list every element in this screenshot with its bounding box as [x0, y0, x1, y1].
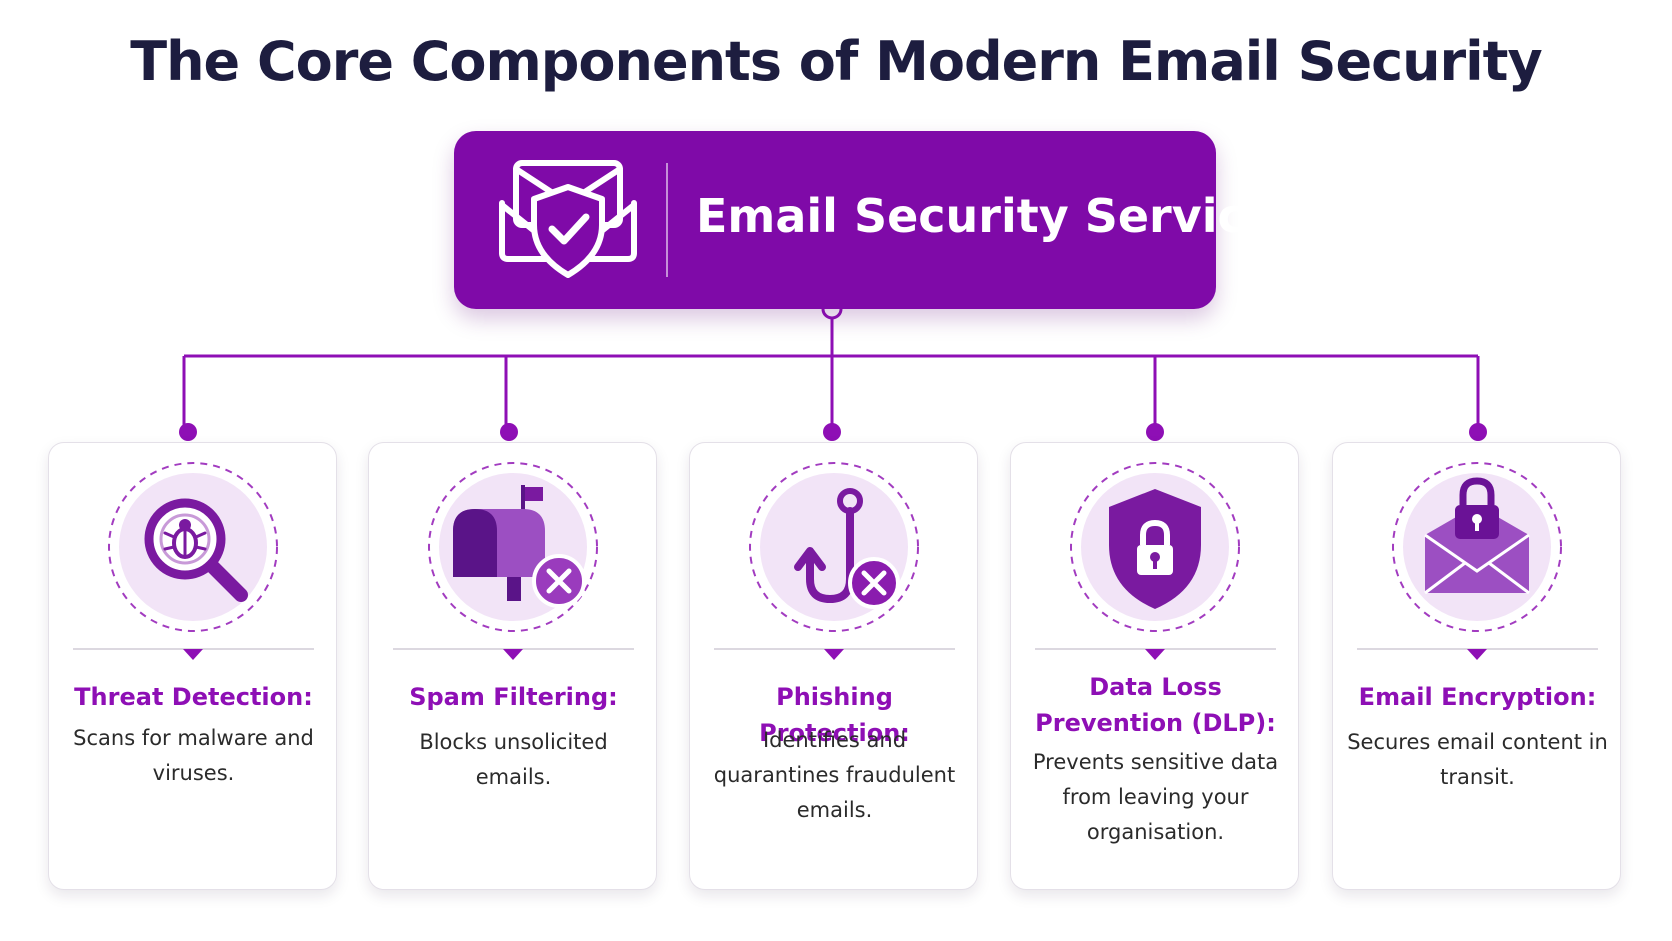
component-description: Secures email content in transit. [1347, 730, 1608, 789]
magnifier-bug-icon [108, 462, 278, 632]
component-title: Email Encryption: [1358, 683, 1597, 711]
component-description: Scans for malware and viruses. [73, 726, 314, 785]
component-description: Prevents sensitive data from leaving you… [1032, 750, 1279, 844]
drop-node-4 [1146, 423, 1164, 441]
caret-down-icon [824, 649, 844, 660]
envelope-lock-icon [1392, 462, 1562, 632]
drop-node-3 [823, 423, 841, 441]
hub-divider [666, 163, 668, 277]
email-security-service-box: Email Security Service [454, 131, 1276, 309]
page-title: The Core Components of Modern Email Secu… [130, 30, 1542, 93]
component-description: Identifies and quarantines fraudulent em… [713, 728, 956, 822]
drop-node-1 [179, 423, 197, 441]
drop-node-5 [1469, 423, 1487, 441]
component-card-email-encryption: Email Encryption: Secures email content … [1332, 442, 1621, 890]
drop-node-2 [500, 423, 518, 441]
component-title: Spam Filtering: [409, 683, 618, 711]
mailbox-x-icon [428, 462, 598, 632]
component-title: Data Loss Prevention (DLP): [1035, 673, 1276, 737]
component-title: Threat Detection: [74, 683, 313, 711]
component-card-phishing-protection: Phishing Protection: Identifies and quar… [689, 442, 978, 890]
component-card-threat-detection: Threat Detection: Scans for malware and … [48, 442, 337, 890]
shield-lock-icon [1070, 462, 1240, 632]
component-title: Phishing Protection: [759, 683, 910, 747]
component-description: Blocks unsolicited emails. [419, 730, 608, 789]
caret-down-icon [1145, 649, 1165, 660]
component-card-data-loss-prevention: Data Loss Prevention (DLP): Prevents sen… [1010, 442, 1299, 890]
fishhook-x-icon [749, 462, 919, 632]
hub-label: Email Security Service [696, 189, 1276, 243]
envelope-shield-check-icon [499, 160, 637, 278]
caret-down-icon [503, 649, 523, 660]
component-card-spam-filtering: Spam Filtering: Blocks unsolicited email… [368, 442, 657, 890]
caret-down-icon [1467, 649, 1487, 660]
caret-down-icon [183, 649, 203, 660]
